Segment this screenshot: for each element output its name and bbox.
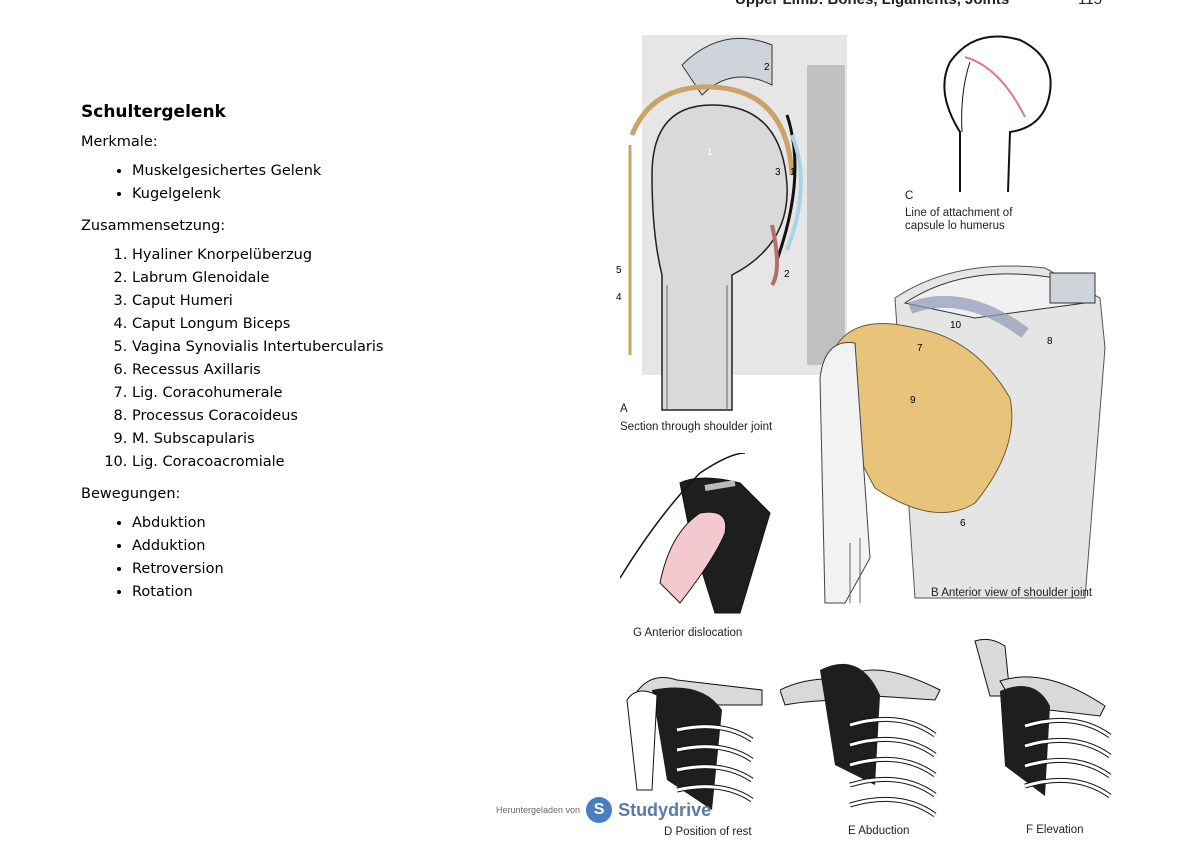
figure-b-anterior-view-illustration: 10 7 8 9 6 <box>819 265 1106 604</box>
list-item: Retroversion <box>132 558 521 581</box>
list-item: Labrum Glenoidale <box>132 267 521 290</box>
figure-e-abduction-illustration <box>780 663 941 818</box>
studydrive-watermark: Heruntergeladen von S Studydrive <box>496 797 711 823</box>
features-heading: Merkmale: <box>81 134 158 150</box>
caption-f: F Elevation <box>1026 824 1084 836</box>
label-b-9: 9 <box>910 395 916 406</box>
label-a-3: 1 <box>707 147 713 158</box>
composition-list: Hyaliner Knorpelüberzug Labrum Glenoidal… <box>81 244 521 474</box>
label-b-7: 7 <box>917 343 923 354</box>
movements-list: Abduktion Adduktion Retroversion Rotatio… <box>81 512 521 604</box>
notes-section: Schultergelenk Merkmale: Muskelgesichert… <box>81 102 521 604</box>
label-a-5: 5 <box>616 265 622 276</box>
figure-d-rest-illustration <box>626 677 763 810</box>
list-item: Vagina Synovialis Intertubercularis <box>132 336 521 359</box>
caption-d: D Position of rest <box>664 826 752 838</box>
list-item: Rotation <box>132 581 521 604</box>
list-item: Lig. Coracoacromiale <box>132 451 521 474</box>
figure-a-section-illustration: 2 1 3 1 5 4 2 <box>616 35 847 411</box>
label-a-4: 4 <box>616 292 622 303</box>
list-item: Kugelgelenk <box>132 183 521 206</box>
label-a-1-right: 1 <box>790 167 796 178</box>
caption-c-letter: C <box>905 190 914 202</box>
studydrive-logo-icon: S <box>586 797 613 823</box>
composition-heading: Zusammensetzung: <box>81 218 226 234</box>
list-item: Muskelgesichertes Gelenk <box>132 160 521 183</box>
list-item: Caput Longum Biceps <box>132 313 521 336</box>
caption-g: G Anterior dislocation <box>633 627 743 639</box>
list-item: Hyaliner Knorpelüberzug <box>132 244 521 267</box>
caption-e: E Abduction <box>848 825 910 837</box>
list-item: M. Subscapularis <box>132 428 521 451</box>
caption-c-line1: Line of attachment of <box>905 207 1013 219</box>
list-item: Processus Coracoideus <box>132 405 521 428</box>
notes-title: Schultergelenk <box>81 102 226 122</box>
label-b-10: 10 <box>950 320 962 331</box>
page-number: 115 <box>1078 0 1102 8</box>
list-item: Recessus Axillaris <box>132 359 521 382</box>
label-a-2-bottom: 2 <box>784 269 790 280</box>
features-list: Muskelgesichertes Gelenk Kugelgelenk <box>81 160 521 206</box>
figure-f-elevation-illustration <box>974 638 1112 799</box>
caption-a: Section through shoulder joint <box>620 421 773 433</box>
label-a-2-top: 2 <box>764 62 770 73</box>
running-head: Upper Limb: Bones, Ligaments, Joints <box>735 0 1009 8</box>
list-item: Lig. Coracohumerale <box>132 382 521 405</box>
label-b-8: 8 <box>1047 336 1053 347</box>
label-a-1-left: 3 <box>775 167 781 178</box>
label-b-6: 6 <box>960 518 966 529</box>
list-item: Abduktion <box>132 512 521 535</box>
list-item: Caput Humeri <box>132 290 521 313</box>
caption-c-line2: capsule lo humerus <box>905 220 1005 232</box>
watermark-small-text: Heruntergeladen von <box>496 805 581 815</box>
caption-b: B Anterior view of shoulder joint <box>931 587 1093 599</box>
list-item: Adduktion <box>132 535 521 558</box>
movements-heading: Bewegungen: <box>81 486 181 502</box>
watermark-brand: Studydrive <box>618 799 712 820</box>
figure-c-humerus-illustration <box>943 35 1052 193</box>
caption-a-letter: A <box>620 403 628 415</box>
figure-g-dislocation-illustration <box>620 453 771 614</box>
